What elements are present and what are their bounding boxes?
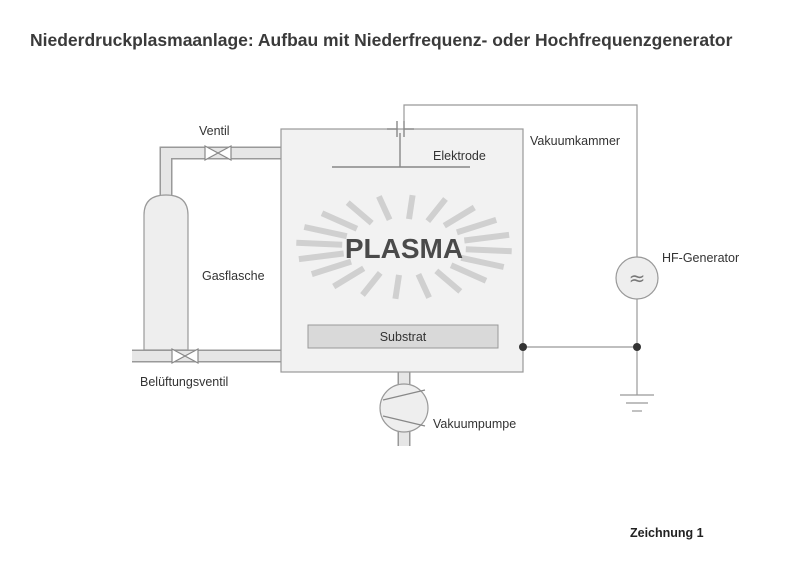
plasma-ray <box>392 274 402 300</box>
plasma-ray <box>310 258 353 277</box>
substrate-label: Substrat <box>380 330 427 344</box>
plasma-ray <box>415 272 432 299</box>
plasma-ray <box>434 268 463 294</box>
plasma-ray <box>345 200 374 226</box>
plasma-ray <box>406 194 416 220</box>
ground-symbol <box>620 394 654 412</box>
valve-label: Ventil <box>199 124 230 138</box>
electrode <box>332 133 470 168</box>
vent-valve-label: Belüftungsventil <box>140 375 229 389</box>
figure-caption: Zeichnung 1 <box>630 526 704 540</box>
plasma-ray <box>465 246 512 255</box>
capacitor-symbol <box>387 121 414 137</box>
plasma-ray <box>376 195 393 222</box>
junction-node-chamber <box>519 343 527 351</box>
vacuum-pump-label: Vakuumpumpe <box>433 417 517 431</box>
vacuum-pump <box>379 383 429 433</box>
hf-generator-label: HF-Generator <box>662 251 740 265</box>
hf-generator <box>615 256 659 300</box>
gas-cylinder-label: Gasflasche <box>202 269 265 283</box>
plasma-ray <box>463 231 510 244</box>
plasma-ray <box>460 254 505 270</box>
plasma-ray <box>360 271 383 297</box>
plasma-ray <box>455 217 498 236</box>
ac-wave-icon: ≈ <box>629 266 646 290</box>
valve-symbol <box>204 144 232 162</box>
plasma-ray <box>425 197 448 223</box>
plasma-ray <box>320 210 359 232</box>
plasma-ray <box>298 250 345 263</box>
plasma-ray <box>442 204 476 229</box>
page-title: Niederdruckplasmaanlage: Aufbau mit Nied… <box>30 30 733 50</box>
vacuum-chamber-label: Vakuumkammer <box>530 134 621 148</box>
plasma-label: PLASMA <box>345 233 463 264</box>
plasma-ray <box>332 265 366 290</box>
plasma-rays <box>296 194 512 300</box>
hf-wiring <box>403 104 638 395</box>
substrate <box>307 324 499 349</box>
electrode-label: Elektrode <box>433 149 486 163</box>
gas-cylinder <box>143 194 189 351</box>
vent-valve-symbol <box>171 347 199 365</box>
plasma-ray <box>296 239 343 248</box>
gas-supply-pipe <box>159 146 282 200</box>
junction-node-ground <box>633 343 641 351</box>
plasma-ray <box>303 224 348 240</box>
plasma-ray <box>449 262 488 284</box>
